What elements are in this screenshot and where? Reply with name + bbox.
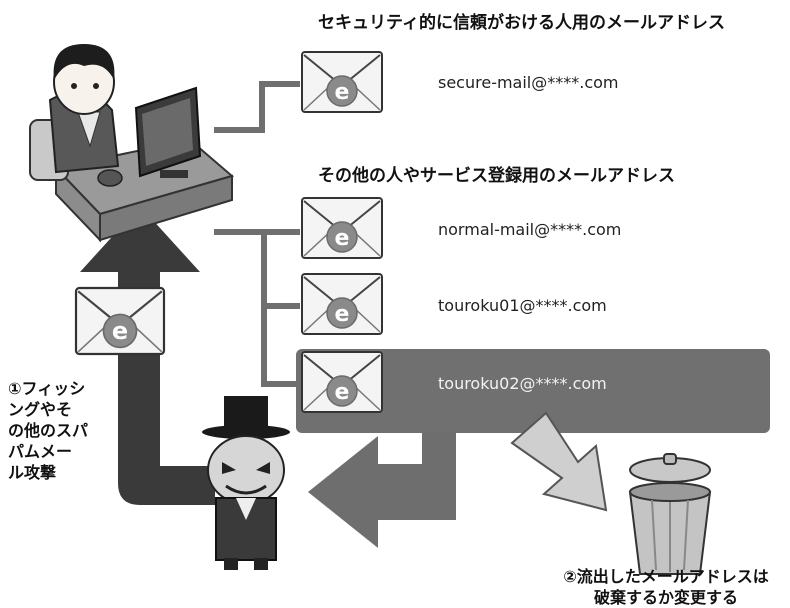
trash-can-icon [628, 453, 712, 575]
address-touroku02: touroku02@****.com [438, 374, 607, 393]
heading-secure-addresses: セキュリティ的に信頼がおける人用のメールアドレス [318, 13, 725, 33]
phishing-note-line: の他のスパ [8, 421, 89, 440]
person-at-computer [29, 44, 235, 243]
secure-connector-line [214, 81, 300, 133]
address-secure-mail: secure-mail@****.com [438, 73, 619, 92]
other-connector-tree [214, 229, 300, 387]
phishing-note-line: ①フィッシ [8, 379, 86, 398]
discard-arrow [510, 411, 608, 512]
envelope-glyph: e [335, 80, 350, 105]
heading-other-addresses: その他の人やサービス登録用のメールアドレス [318, 166, 675, 186]
envelope-glyph: e [335, 226, 350, 251]
address-normal-mail: normal-mail@****.com [438, 220, 622, 239]
envelope-glyph: e [335, 380, 350, 405]
discard-note-line: 破棄するか変更する [593, 588, 738, 607]
phishing-attack-note: ①フィッシ ングやそ の他のスパ パムメー ル攻撃 [8, 378, 104, 483]
envelope-glyph: e [335, 302, 350, 327]
envelope-glyph: e [112, 317, 128, 345]
phishing-attack-arrow [80, 206, 215, 505]
phishing-note-line: パムメー [8, 442, 73, 461]
phishing-note-line: ングやそ [8, 400, 73, 419]
phishing-note-line: ル攻撃 [8, 463, 57, 482]
discard-note-line: ②流出したメールアドレスは [563, 567, 769, 586]
discard-note: ②流出したメールアドレスは 破棄するか変更する [548, 566, 784, 608]
leak-to-hacker-arrow [308, 433, 456, 548]
leaked-address-highlight [296, 349, 770, 433]
address-touroku01: touroku01@****.com [438, 296, 607, 315]
hacker-character [202, 396, 290, 570]
